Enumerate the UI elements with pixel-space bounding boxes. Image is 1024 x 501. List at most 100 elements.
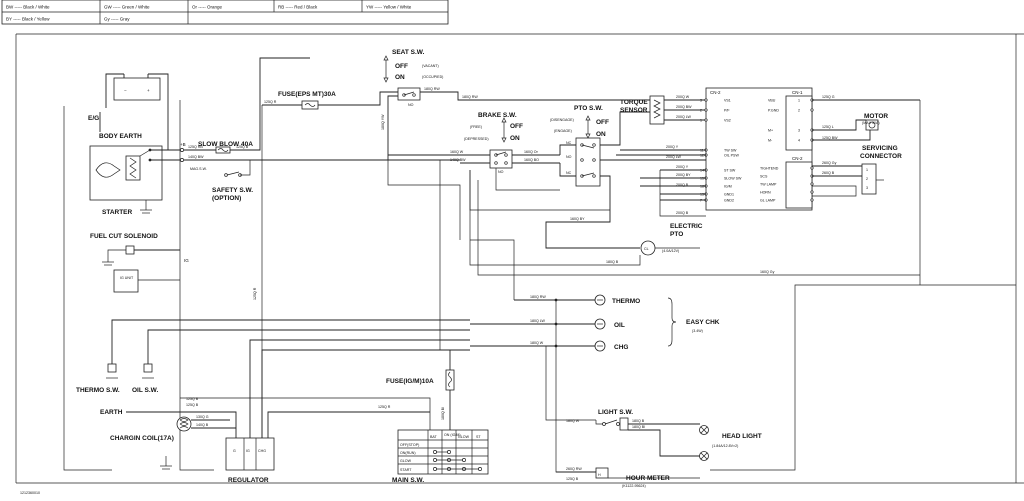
ecu-pin-label: M+: [768, 129, 773, 133]
svg-text:180Q B: 180Q B: [632, 419, 645, 423]
frame: 1212360010: [15, 33, 1024, 495]
oil-switch: [142, 329, 470, 379]
svg-text:NO: NO: [408, 103, 414, 107]
ecu-pin-number: 3: [798, 129, 800, 133]
chargin-coil: [176, 416, 236, 432]
starter-label: STARTER: [102, 209, 133, 216]
svg-text:(OCCUPIED): (OCCUPIED): [422, 75, 443, 79]
svg-text:NO: NO: [566, 155, 572, 159]
arrow-icon: [501, 117, 507, 143]
svg-text:180Q W: 180Q W: [530, 341, 544, 345]
fuse-eps: 125Q R: [262, 91, 398, 110]
slow-blow-fuse: 125Q RB 125Q B: [180, 57, 310, 154]
main-switch: BAT ON (IG/M) GLOW ST OFF(STOP) ON(RUN) …: [397, 429, 489, 475]
svg-text:200Q Y: 200Q Y: [676, 165, 689, 169]
ecu-pin-label: P.GND: [768, 109, 779, 113]
hour-meter: H 260Q RW 125Q B: [556, 467, 700, 481]
svg-text:ST: ST: [476, 435, 481, 439]
ecu-pin: [704, 118, 708, 122]
legend-entry: Or ----- Orange: [192, 5, 223, 10]
ecu-pin-number: 15: [700, 177, 704, 181]
thermo-sw-label: THERMO S.W.: [76, 387, 120, 394]
svg-text:CN-2: CN-2: [710, 90, 721, 95]
svg-text:130Q G: 130Q G: [196, 415, 209, 419]
brake-sw-label: BRAKE S.W.: [478, 112, 517, 119]
legend-entry: BW ----- Black / White: [6, 5, 50, 10]
svg-text:180Q RW: 180Q RW: [424, 87, 440, 91]
svg-text:200Q Y: 200Q Y: [666, 145, 679, 149]
motor: 125Q G 125Q L 125Q BW: [812, 95, 920, 141]
svg-text:(FREE): (FREE): [470, 125, 482, 129]
torque-sensor: 200Q W 200Q BW 200Q LW: [649, 95, 706, 125]
fuse-ig: 180Q Bl: [441, 350, 455, 432]
ecu-pin-number: 3: [700, 99, 702, 103]
svg-text:200Q B: 200Q B: [676, 183, 689, 187]
ecu-pin-label: ST SW: [724, 169, 736, 173]
ecu-pin-label: TW SW: [724, 149, 737, 153]
seat-switch: NO 180Q RW 180Q RW 180Q YW: [381, 87, 920, 160]
easy-chk-oil: 180Q LW: [470, 318, 606, 330]
ecu-pin-number: 14: [700, 169, 704, 173]
svg-text:180Q YW: 180Q YW: [381, 114, 385, 130]
svg-text:180Q B: 180Q B: [606, 260, 619, 264]
svg-text:(MAX 30A): (MAX 30A): [862, 121, 880, 125]
svg-text:G: G: [233, 449, 236, 453]
servicing-connector: 1 2 3 260Q Gy 260Q B: [812, 161, 884, 197]
svg-text:SENSOR: SENSOR: [620, 107, 648, 114]
ecu-pin-label: SCS: [760, 175, 768, 179]
arrow-icon: [585, 115, 591, 139]
head-light-label: HEAD LIGHT: [722, 433, 762, 440]
ig-unit: IG UNIT: [113, 269, 180, 293]
svg-text:ON(RUN): ON(RUN): [400, 451, 416, 455]
svg-text:BAT: BAT: [430, 435, 438, 439]
svg-text:OFF: OFF: [395, 63, 408, 70]
ecu-pin: [810, 182, 814, 186]
brace: [667, 297, 677, 347]
safety-switch: 140Q BW MAG.S.W.: [180, 155, 460, 177]
svg-text:180Q Bl: 180Q Bl: [632, 425, 645, 429]
chg-label: CHG: [614, 344, 628, 351]
seat-sw-label: SEAT S.W.: [392, 49, 425, 56]
svg-text:200Q LW: 200Q LW: [676, 115, 692, 119]
svg-text:260Q B: 260Q B: [822, 171, 835, 175]
ecu-pin-number: 1: [798, 99, 800, 103]
svg-text:260Q RW: 260Q RW: [566, 467, 582, 471]
svg-text:125Q RB: 125Q RB: [188, 145, 203, 149]
svg-text:200Q B: 200Q B: [676, 211, 689, 215]
ecu-pin-label: VS1: [724, 99, 731, 103]
pto-sw-label: PTO S.W.: [574, 105, 603, 112]
svg-text:GLOW: GLOW: [458, 435, 470, 439]
svg-text:125Q R: 125Q R: [378, 405, 391, 409]
svg-text:125Q L: 125Q L: [822, 125, 834, 129]
head-light: [699, 425, 709, 461]
svg-text:CHG: CHG: [258, 449, 266, 453]
svg-text:160Q BO: 160Q BO: [524, 158, 539, 162]
svg-text:(K1122-95624): (K1122-95624): [622, 484, 646, 488]
electric-pto-label: ELECTRIC: [670, 223, 703, 230]
svg-text:125Q B: 125Q B: [236, 145, 249, 149]
torque-sensor-label: TORQUE: [620, 99, 648, 106]
pto-switch: NC NO NC 160Q BY: [545, 111, 706, 249]
svg-text:200Q LW: 200Q LW: [666, 155, 682, 159]
starter: [89, 145, 180, 214]
svg-text:180Q RW: 180Q RW: [530, 295, 546, 299]
ecu-pin: [704, 98, 708, 102]
legend-entry: YW ----- Yellow / White: [366, 5, 412, 10]
svg-text:125Q R: 125Q R: [264, 100, 277, 104]
svg-text:160Q Gy: 160Q Gy: [760, 270, 775, 274]
easy-chk-chg: 180Q W: [470, 340, 606, 352]
svg-text:200Q BY: 200Q BY: [676, 173, 691, 177]
svg-text:180Q W: 180Q W: [566, 419, 580, 423]
plus-b-label: +B: [180, 142, 186, 147]
ecu-pin: [810, 108, 814, 112]
ecu-pin-label: M-: [768, 139, 773, 143]
svg-text:180Q Bl: 180Q Bl: [441, 407, 445, 420]
svg-text:CN-2: CN-2: [792, 156, 803, 161]
svg-text:200Q BW: 200Q BW: [676, 105, 692, 109]
ecu-pin-number: 4: [798, 139, 800, 143]
ecu-pin-number: 11: [700, 149, 704, 153]
svg-text:CONNECTOR: CONNECTOR: [860, 153, 902, 160]
ecu-pin-number: 2: [798, 109, 800, 113]
svg-text:PTO: PTO: [670, 231, 683, 238]
